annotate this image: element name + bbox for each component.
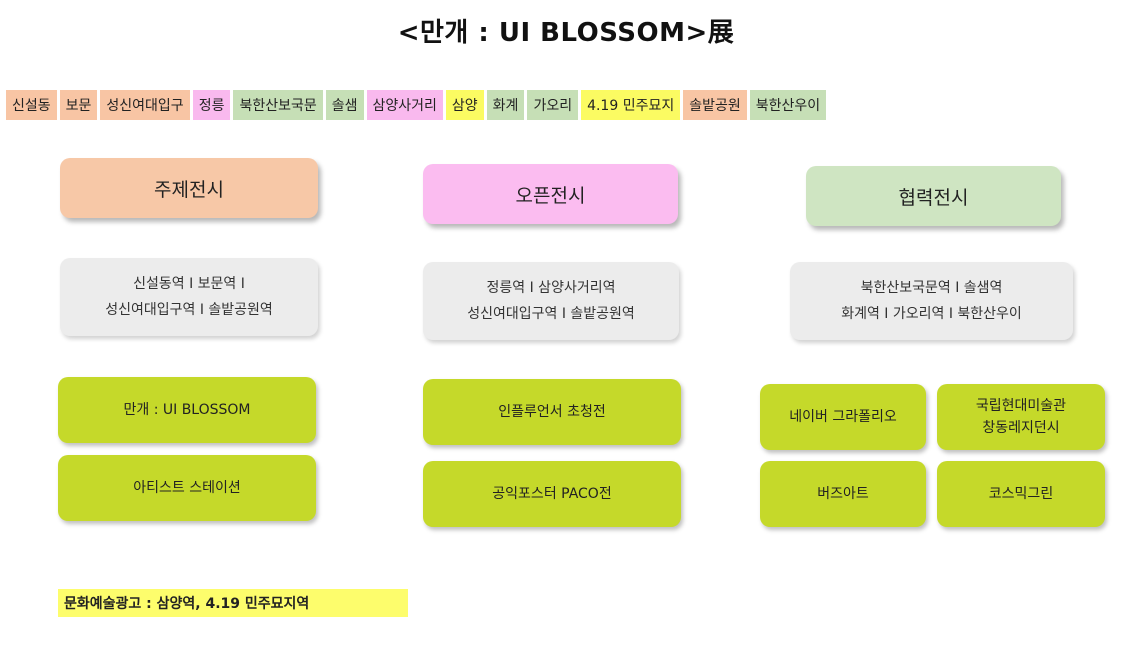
station-label: 북한산우이 <box>749 90 827 120</box>
mmca-line2: 창동레지던시 <box>982 420 1060 436</box>
open-exhibition-header: 오픈전시 <box>423 164 678 224</box>
collab-stations-box: 북한산보국문역 I 솔샘역 화계역 I 가오리역 I 북한산우이 <box>790 262 1073 340</box>
exhibition-mmca-changdong: 국립현대미술관 창동레지던시 <box>937 384 1105 450</box>
open-stations-line1: 정릉역 I 삼양사거리역 <box>486 280 616 296</box>
station-label: 솔샘 <box>325 90 364 120</box>
station-label: 보문 <box>59 90 98 120</box>
station-strip: 신설동 보문 성신여대입구 정릉 북한산보국문 솔샘 삼양사거리 삼양 화계 가… <box>6 90 829 120</box>
station-label: 삼양사거리 <box>366 90 443 120</box>
station-label: 솔밭공원 <box>683 90 747 120</box>
theme-stations-line1: 신설동역 I 보문역 I <box>133 276 245 292</box>
exhibition-ui-blossom: 만개 : UI BLOSSOM <box>58 377 316 443</box>
open-stations-line2: 성신여대입구역 I 솔밭공원역 <box>467 306 635 322</box>
station-label: 북한산보국문 <box>233 90 323 120</box>
station-label: 신설동 <box>6 90 57 120</box>
theme-stations-box: 신설동역 I 보문역 I 성신여대입구역 I 솔밭공원역 <box>60 258 318 336</box>
theme-stations-line2: 성신여대입구역 I 솔밭공원역 <box>105 302 273 318</box>
station-label: 가오리 <box>527 90 579 120</box>
station-label: 정릉 <box>192 90 231 120</box>
exhibition-buzzart: 버즈아트 <box>760 461 926 527</box>
open-stations-box: 정릉역 I 삼양사거리역 성신여대입구역 I 솔밭공원역 <box>423 262 679 340</box>
exhibition-influencer: 인플루언서 초청전 <box>423 379 681 445</box>
collab-stations-line1: 북한산보국문역 I 솔샘역 <box>860 280 1003 296</box>
exhibition-naver-grafolio: 네이버 그라폴리오 <box>760 384 926 450</box>
collab-stations-line2: 화계역 I 가오리역 I 북한산우이 <box>841 306 1022 322</box>
exhibition-artist-station: 아티스트 스테이션 <box>58 455 316 521</box>
station-label: 성신여대입구 <box>100 90 190 120</box>
page-title: <만개 : UI BLOSSOM>展 <box>397 18 735 48</box>
theme-exhibition-header: 주제전시 <box>60 158 318 218</box>
culture-ad-note: 문화예술광고 : 삼양역, 4.19 민주묘지역 <box>58 589 408 617</box>
collab-exhibition-header: 협력전시 <box>806 166 1061 226</box>
exhibition-cosmic-green: 코스믹그린 <box>937 461 1105 527</box>
station-label: 삼양 <box>445 90 484 120</box>
station-label: 화계 <box>486 90 525 120</box>
mmca-line1: 국립현대미술관 <box>975 398 1067 414</box>
station-label: 4.19 민주묘지 <box>581 90 681 120</box>
exhibition-paco: 공익포스터 PACO전 <box>423 461 681 527</box>
